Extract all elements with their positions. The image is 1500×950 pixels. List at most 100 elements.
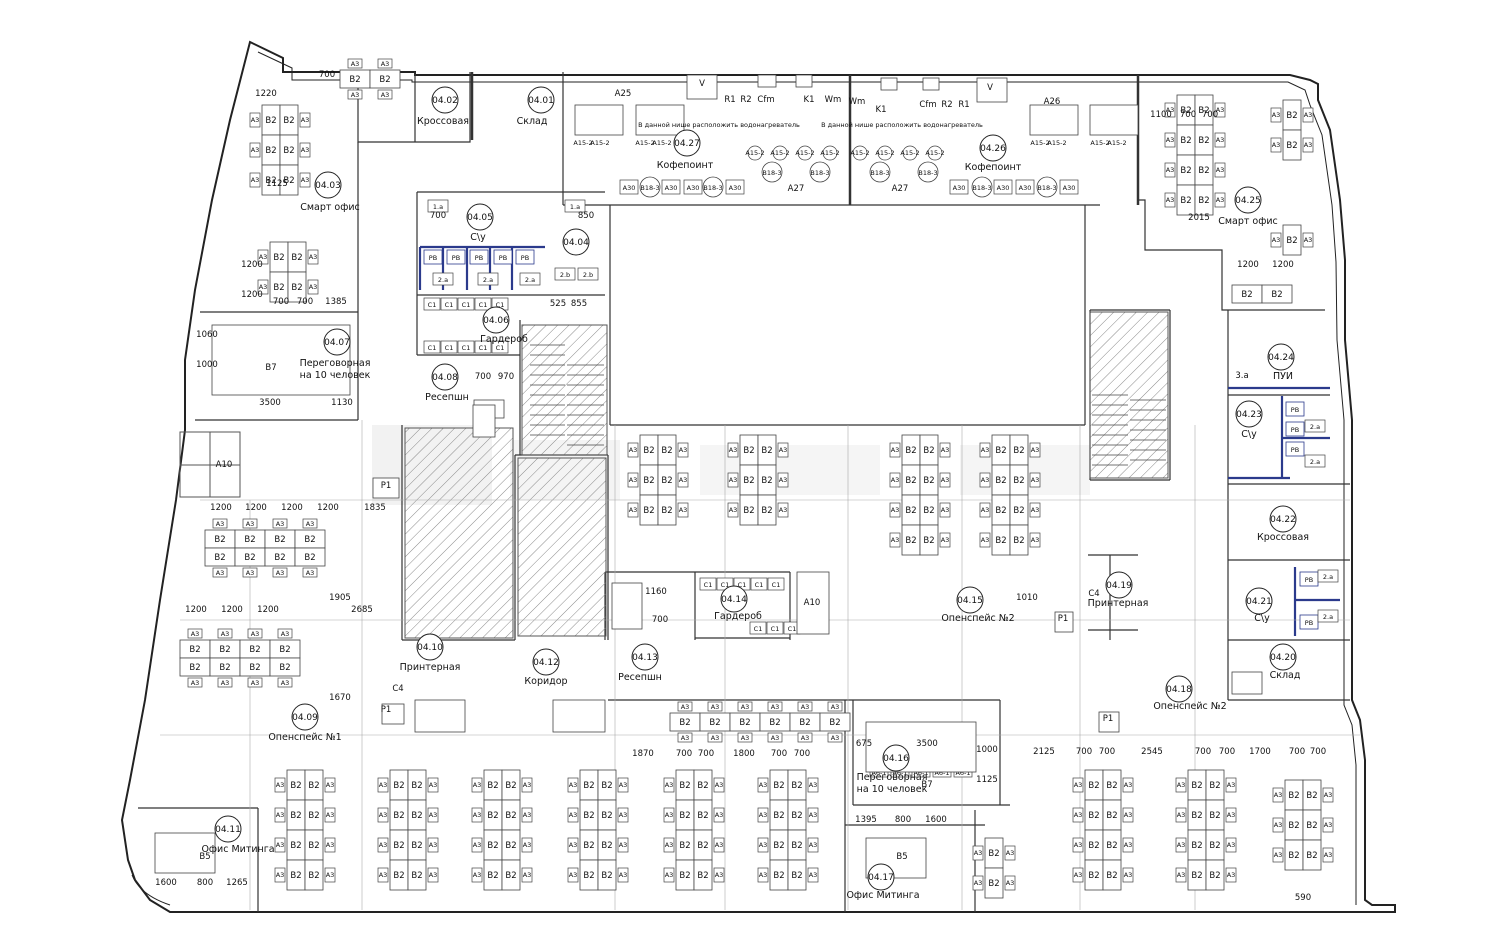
chair <box>302 518 318 529</box>
desk-label: B2 <box>308 781 319 791</box>
chair <box>471 777 483 793</box>
dimension-label: 700 <box>1310 747 1326 757</box>
room-marker <box>956 586 984 614</box>
desk-label: B2 <box>761 476 772 486</box>
desk-label: B2 <box>1106 841 1117 851</box>
chair-label: A3 <box>974 879 983 887</box>
desk <box>1282 129 1302 161</box>
chair <box>1029 442 1041 458</box>
room-name: Опенспейс №2 <box>941 613 1014 624</box>
chair-label: A3 <box>711 734 720 742</box>
dimension-label: 700 <box>1289 747 1305 757</box>
desk-label: B2 <box>273 283 284 293</box>
room-number: 04.16 <box>883 754 909 764</box>
chair-label: A3 <box>715 841 724 849</box>
round-table-label: B18-3 <box>703 184 722 192</box>
desk-label: B2 <box>601 841 612 851</box>
stair-treads <box>530 344 1166 466</box>
chair <box>979 472 991 488</box>
wc <box>423 249 443 265</box>
desk-label: B2 <box>308 871 319 881</box>
chair <box>1029 472 1041 488</box>
room-number: 04.14 <box>721 595 747 605</box>
desk-label: B2 <box>1088 841 1099 851</box>
sink-label: 2.a <box>1310 423 1320 431</box>
chair <box>299 172 311 188</box>
coffee-chair-label: A15-2 <box>652 139 671 147</box>
chair <box>242 518 258 529</box>
room-number: 04.24 <box>1268 353 1294 363</box>
desk-label: B2 <box>1306 821 1317 831</box>
room-name: С\у <box>1254 613 1270 624</box>
desk-label: B2 <box>214 535 225 545</box>
room-number: 04.06 <box>483 316 509 326</box>
desk-label: B2 <box>487 841 498 851</box>
desk-label: B2 <box>1198 136 1209 146</box>
wc-label: PB <box>1291 426 1299 434</box>
chair <box>567 867 579 883</box>
chair-label: A3 <box>429 841 438 849</box>
desk-label: B2 <box>249 645 260 655</box>
sink-label: 1.a <box>570 203 580 211</box>
coffee-chair-label: A15-2 <box>770 149 789 157</box>
chair-label: A3 <box>306 520 315 528</box>
room-marker <box>1234 186 1262 214</box>
dimension-label: 525 <box>550 299 566 309</box>
chair-label: A3 <box>711 703 720 711</box>
chair-label: A3 <box>569 811 578 819</box>
chair-label: A3 <box>801 734 810 742</box>
round-table-label: B18-3 <box>762 169 781 177</box>
chair <box>1214 192 1226 208</box>
desk <box>1102 859 1122 891</box>
dimension-label: 1200 <box>241 290 263 300</box>
chair <box>217 628 233 639</box>
desk-label: B2 <box>1209 871 1220 881</box>
chair-label: A3 <box>276 871 285 879</box>
sink-label: 2.a <box>483 276 493 284</box>
chair <box>677 472 689 488</box>
equipment-label: A10 <box>216 460 233 470</box>
desk-label: B2 <box>1288 851 1299 861</box>
desk-label: B2 <box>1106 811 1117 821</box>
desk-label: B2 <box>1180 166 1191 176</box>
chair-label: A3 <box>379 811 388 819</box>
chair-label: A3 <box>891 506 900 514</box>
chair <box>727 472 739 488</box>
chair-label: A3 <box>1031 446 1040 454</box>
chair-label: A3 <box>665 841 674 849</box>
desk-label: B2 <box>743 506 754 516</box>
chair-label: A3 <box>1074 841 1083 849</box>
dimension-label: 800 <box>895 815 911 825</box>
sink-label: 1.a <box>433 203 443 211</box>
dimension-label: 1125 <box>976 775 998 785</box>
equipment-label: R2 <box>740 95 751 105</box>
stool-label: A30 <box>953 184 966 192</box>
wc <box>1285 421 1305 437</box>
chair-label: A3 <box>679 506 688 514</box>
desk-label: B2 <box>283 176 294 186</box>
desk-label: B2 <box>411 781 422 791</box>
chair-label: A3 <box>1031 536 1040 544</box>
desk-label: B2 <box>393 781 404 791</box>
room-number: 04.25 <box>1235 196 1261 206</box>
chair <box>307 249 319 265</box>
chair <box>757 807 769 823</box>
wardrobe <box>766 621 784 635</box>
desk-label: B2 <box>988 879 999 889</box>
desk <box>304 859 324 891</box>
equipment-label: 3.a <box>1235 371 1248 381</box>
desk-label: B2 <box>923 506 934 516</box>
wc <box>469 249 489 265</box>
desk <box>693 859 713 891</box>
coffee-chair-label: A15-2 <box>795 149 814 157</box>
meeting-chair-label: A6-1 <box>955 769 970 777</box>
room-number: 04.07 <box>324 338 350 348</box>
wc <box>515 249 535 265</box>
wc-label: PB <box>499 254 507 262</box>
chair-label: A3 <box>771 703 780 711</box>
chair-label: A3 <box>1177 811 1186 819</box>
chair <box>807 867 819 883</box>
chair-label: A3 <box>1274 851 1283 859</box>
note: В данной нише расположить водонагревател… <box>821 121 983 129</box>
